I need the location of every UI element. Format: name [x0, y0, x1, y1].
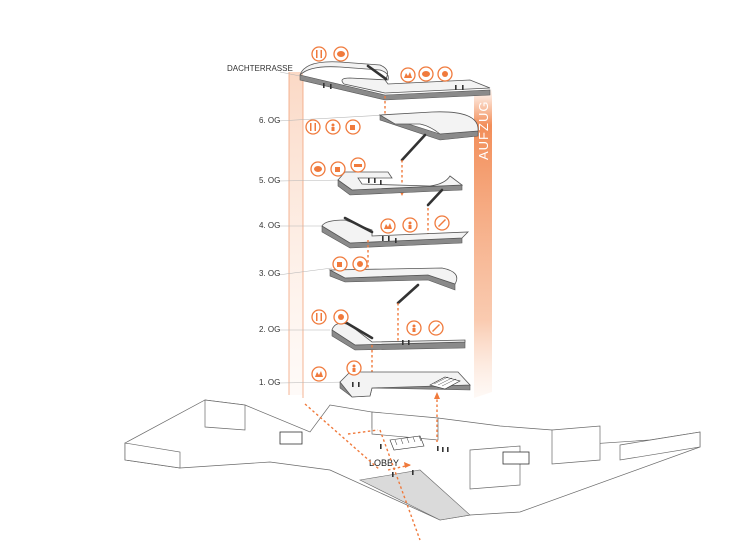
- wc-icon: [325, 119, 341, 135]
- ground-floor: LOBBY: [124, 392, 701, 541]
- coffee-icon: [345, 119, 361, 135]
- slab-og1: [339, 371, 471, 398]
- children-play-icon: [311, 366, 327, 382]
- coffee-icon: [330, 161, 346, 177]
- floor-label-og6: 6. OG: [259, 116, 280, 125]
- sports-icon: [434, 215, 450, 231]
- floor-label-dachterrasse: DACHTERRASSE: [227, 64, 293, 73]
- slab-dachterrasse: [299, 61, 491, 115]
- location-pin-icon: [437, 66, 453, 82]
- floor-label-og4: 4. OG: [259, 221, 280, 230]
- wc-icon: [406, 320, 422, 336]
- slab-og2: [331, 320, 466, 375]
- wc-icon: [346, 360, 362, 376]
- speech-bubble-icon: [310, 161, 326, 177]
- location-pin-icon: [352, 256, 368, 272]
- floor-label-og5: 5. OG: [259, 176, 280, 185]
- floor-label-og1: 1. OG: [259, 378, 280, 387]
- location-pin-icon: [333, 309, 349, 325]
- restaurant-icon: [311, 46, 327, 62]
- restaurant-icon: [305, 119, 321, 135]
- slab-og3: [328, 267, 458, 345]
- label-leads: [277, 71, 386, 384]
- slab-og4: [321, 216, 470, 275]
- usage-icons: [305, 46, 453, 382]
- coffee-icon: [332, 256, 348, 272]
- left-shaft: [288, 72, 304, 398]
- wc-icon: [402, 217, 418, 233]
- floor-label-og3: 3. OG: [259, 269, 280, 278]
- sports-icon: [428, 320, 444, 336]
- lobby-label: LOBBY: [369, 458, 399, 468]
- children-play-icon: [400, 67, 416, 83]
- speech-bubble-icon: [418, 66, 434, 82]
- elevator-label: AUFZUG: [476, 101, 491, 160]
- floor-labels: DACHTERRASSE 6. OG 5. OG 4. OG 3. OG 2. …: [227, 64, 293, 387]
- speech-bubble-icon: [333, 46, 349, 62]
- lounge-icon: [350, 157, 366, 173]
- slab-og6: [378, 111, 479, 196]
- children-play-icon: [380, 218, 396, 234]
- elevator-shaft: AUFZUG: [474, 88, 492, 398]
- floor-label-og2: 2. OG: [259, 325, 280, 334]
- restaurant-icon: [311, 309, 327, 325]
- slab-og5: [337, 171, 464, 243]
